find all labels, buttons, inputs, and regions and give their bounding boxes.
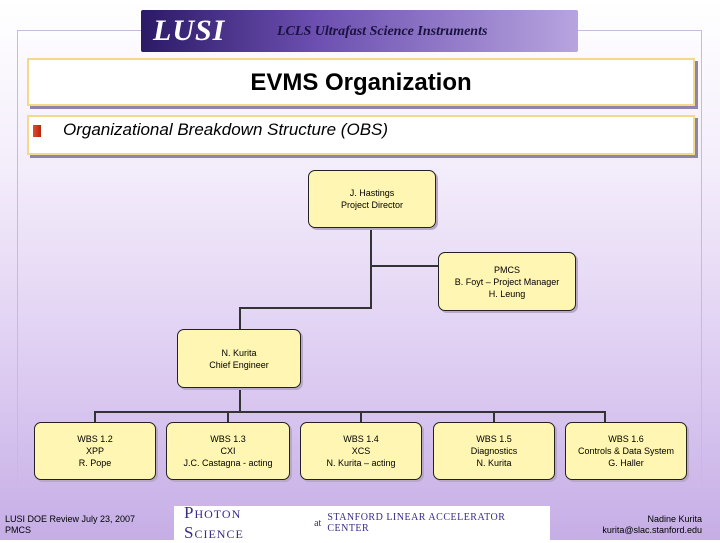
footer-contact: Nadine Kurita kurita@slac.stanford.edu [602,514,702,536]
wbs-name: XPP [85,446,104,456]
connector-pmcs-horizontal [370,265,438,267]
slide-subtitle-box [27,115,695,155]
connector-wbs-4 [493,411,495,422]
connector-main-horizontal [239,307,372,309]
connector-wbs-1 [94,411,96,422]
slide-title-box: EVMS Organization [27,58,695,106]
wbs-name: Controls & Data System [577,446,675,456]
director-role: Project Director [340,200,403,210]
connector-chief-up [239,307,241,329]
wbs-lead: J.C. Castagna - acting [183,458,273,468]
connector-wbs-3 [360,411,362,422]
wbs-code: WBS 1.5 [476,434,512,444]
bullet-icon [33,125,41,137]
wbs-code: WBS 1.3 [210,434,246,444]
banner-subtitle: LCLS Ultrafast Science Instruments [277,24,488,39]
wbs-lead: R. Pope [78,458,112,468]
wbs-lead: N. Kurita [476,458,512,468]
node-chief-engineer: N. Kurita Chief Engineer [177,329,301,388]
slide-title: EVMS Organization [250,69,472,96]
wbs-code: WBS 1.6 [608,434,644,444]
photon-science-logo: Photon Science at STANFORD LINEAR ACCELE… [174,503,550,542]
wbs-name: CXI [220,446,236,456]
footer-event-info: LUSI DOE Review July 23, 2007 PMCS [5,514,135,536]
connector-chief-down [239,386,241,413]
header-banner: LUSI LCLS Ultrafast Science Instruments [141,10,578,52]
footer-event: LUSI DOE Review July 23, 2007 [5,514,136,524]
wbs-code: WBS 1.4 [343,434,379,444]
frame-outline-right [701,30,702,500]
footer-author: Nadine Kurita [647,514,702,524]
node-wbs-1-5: WBS 1.5 Diagnostics N. Kurita [433,422,555,480]
connector-wbs-2 [227,411,229,422]
director-name: J. Hastings [349,188,395,198]
wbs-name: Diagnostics [470,446,518,456]
node-wbs-1-4: WBS 1.4 XCS N. Kurita – acting [300,422,422,480]
footer-email: kurita@slac.stanford.edu [602,525,702,535]
chief-engineer-role: Chief Engineer [209,359,269,370]
footer-topic: PMCS [5,525,32,535]
frame-outline-left [17,30,18,500]
slac-name: STANFORD LINEAR ACCELERATOR CENTER [327,512,506,534]
node-wbs-1-2: WBS 1.2 XPP R. Pope [34,422,156,480]
connector-wbs-bus [94,411,606,413]
wbs-lead: N. Kurita – acting [326,458,396,468]
pmcs-manager: B. Foyt – Project Manager [454,276,560,287]
wbs-code: WBS 1.2 [77,434,113,444]
node-wbs-1-3: WBS 1.3 CXI J.C. Castagna - acting [166,422,290,480]
wbs-name: XCS [351,446,371,456]
connector-director-down [370,226,372,308]
node-project-director: J. Hastings Project Director [308,170,436,228]
node-pmcs: PMCS B. Foyt – Project Manager H. Leung [438,252,576,311]
chief-engineer-name: N. Kurita [221,347,257,358]
photon-science-at: at [314,517,322,529]
node-wbs-1-6: WBS 1.6 Controls & Data System G. Haller [565,422,687,480]
slide-subtitle: Organizational Breakdown Structure (OBS) [63,120,389,139]
pmcs-label: PMCS [493,264,520,275]
connector-wbs-5 [604,411,606,422]
pmcs-member: H. Leung [488,288,526,299]
wbs-lead: G. Haller [608,458,644,468]
lusi-logo: LUSI [153,14,226,47]
photon-science-text: Photon Science [184,503,244,542]
